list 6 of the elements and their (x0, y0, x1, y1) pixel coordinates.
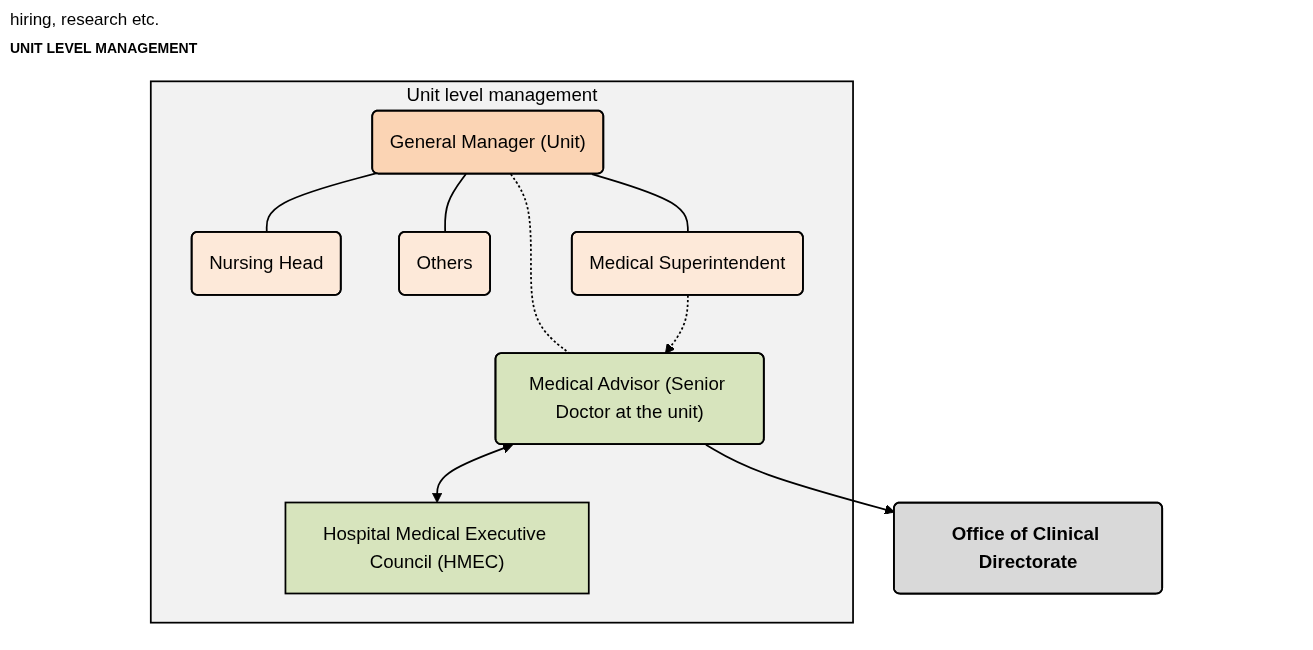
body-text: hiring, research etc. (10, 10, 161, 30)
node-box: Hospital Medical Executive Council (HMEC) (284, 501, 590, 595)
arrow (705, 443, 895, 515)
arrow (432, 443, 513, 503)
arrow (664, 294, 689, 355)
section-heading: UNIT LEVEL MANAGEMENT (10, 40, 199, 56)
